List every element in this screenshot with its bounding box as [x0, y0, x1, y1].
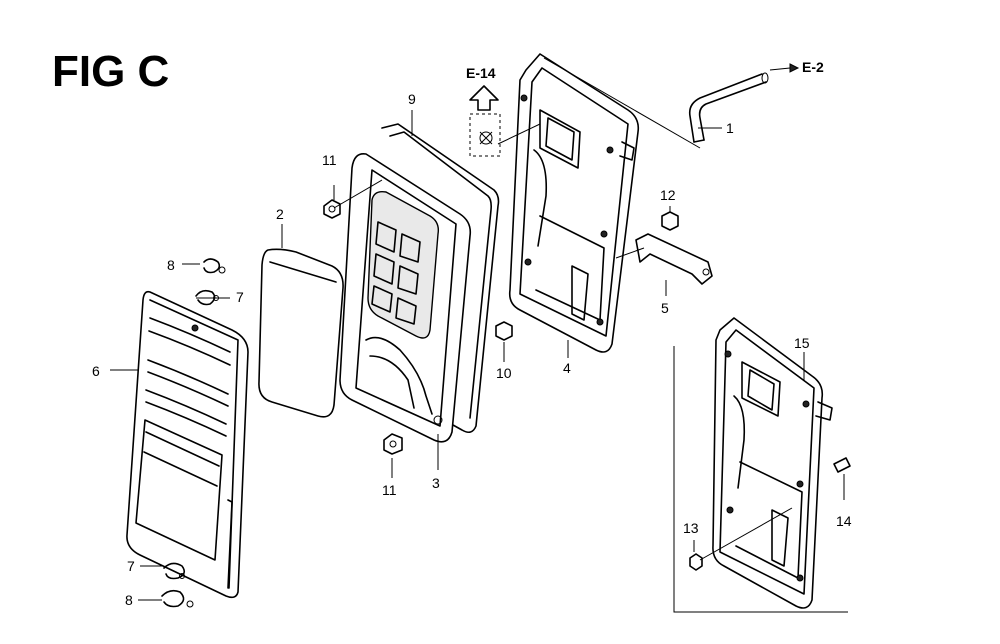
label-part-11-bottom: 11: [382, 482, 397, 498]
label-part-1: 1: [726, 120, 734, 136]
leader-lines: [110, 57, 845, 601]
label-part-4: 4: [563, 360, 571, 376]
air-filter-element: [258, 248, 344, 418]
ref-label-e14: E-14: [466, 65, 496, 81]
clip-8-top: [203, 258, 226, 274]
label-part-8-top: 8: [167, 257, 175, 273]
reference-e14: [469, 85, 501, 157]
label-part-2: 2: [276, 206, 284, 222]
air-cleaner-base: [508, 53, 640, 353]
label-part-10: 10: [496, 365, 512, 381]
air-cleaner-base-alt: [712, 317, 833, 609]
nut-11-bottom: [383, 433, 403, 455]
label-part-15: 15: [794, 335, 810, 351]
figure-title: FIG C: [52, 47, 169, 96]
air-cleaner-case-gasket: [381, 123, 500, 434]
label-part-9: 9: [408, 91, 416, 107]
reference-e2: [769, 63, 800, 73]
nut-12: [661, 211, 679, 231]
air-cleaner-cover: [126, 290, 249, 599]
label-part-5: 5: [661, 300, 669, 316]
collar-14: [833, 457, 851, 473]
ref-label-e2: E-2: [802, 59, 824, 75]
inset-frame: [673, 346, 848, 613]
label-part-14: 14: [836, 513, 852, 529]
label-part-13: 13: [683, 520, 699, 536]
label-part-7-bottom: 7: [127, 558, 135, 574]
label-part-3: 3: [432, 475, 440, 491]
clip-7-bottom: [163, 562, 186, 580]
breather-tube: [688, 72, 769, 143]
label-part-8-bottom: 8: [125, 592, 133, 608]
air-cleaner-case: [339, 152, 472, 443]
label-part-7-top: 7: [236, 289, 244, 305]
label-part-12: 12: [660, 187, 676, 203]
nut-13: [689, 553, 703, 571]
label-part-11-top: 11: [322, 152, 337, 168]
clip-8-bottom: [161, 589, 194, 608]
nut-11-top: [323, 199, 341, 219]
nut-10: [495, 321, 513, 341]
stay-bracket: [635, 233, 713, 285]
label-part-6: 6: [92, 363, 100, 379]
